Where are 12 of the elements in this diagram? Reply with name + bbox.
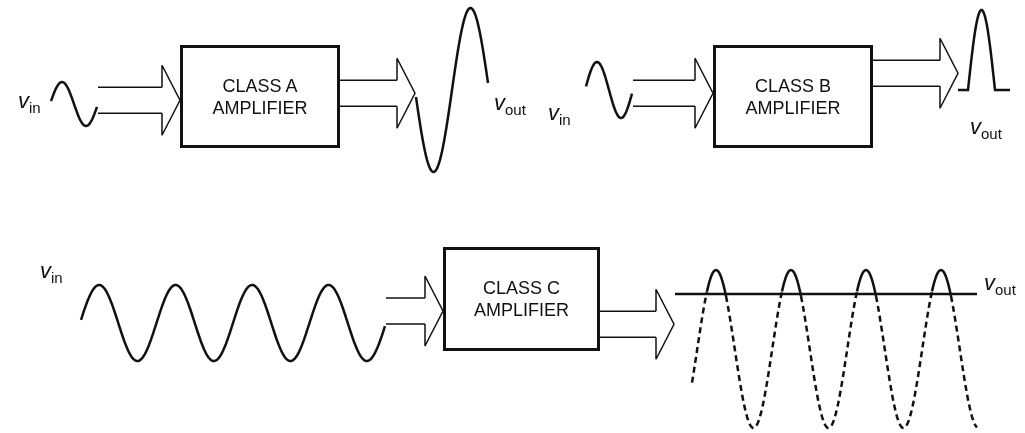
amplifier-label: CLASS C AMPLIFIER [474,277,569,321]
signal-label: v$_{in}$ [18,88,41,117]
amplifier-label: CLASS B AMPLIFIER [745,74,841,119]
amplifier-box [443,247,600,351]
signal-label: v$_{in}$ [40,258,63,287]
amplifier-box [180,45,340,148]
signal-label: v$_{out}$ [984,270,1016,299]
amplifier-box [713,45,873,148]
signal-label: v$_{in}$ [548,100,571,129]
signal-label: v$_{out}$ [970,114,1002,143]
amplifier-label: CLASS A AMPLIFIER [212,74,308,119]
signal-label: v$_{out}$ [494,90,526,119]
